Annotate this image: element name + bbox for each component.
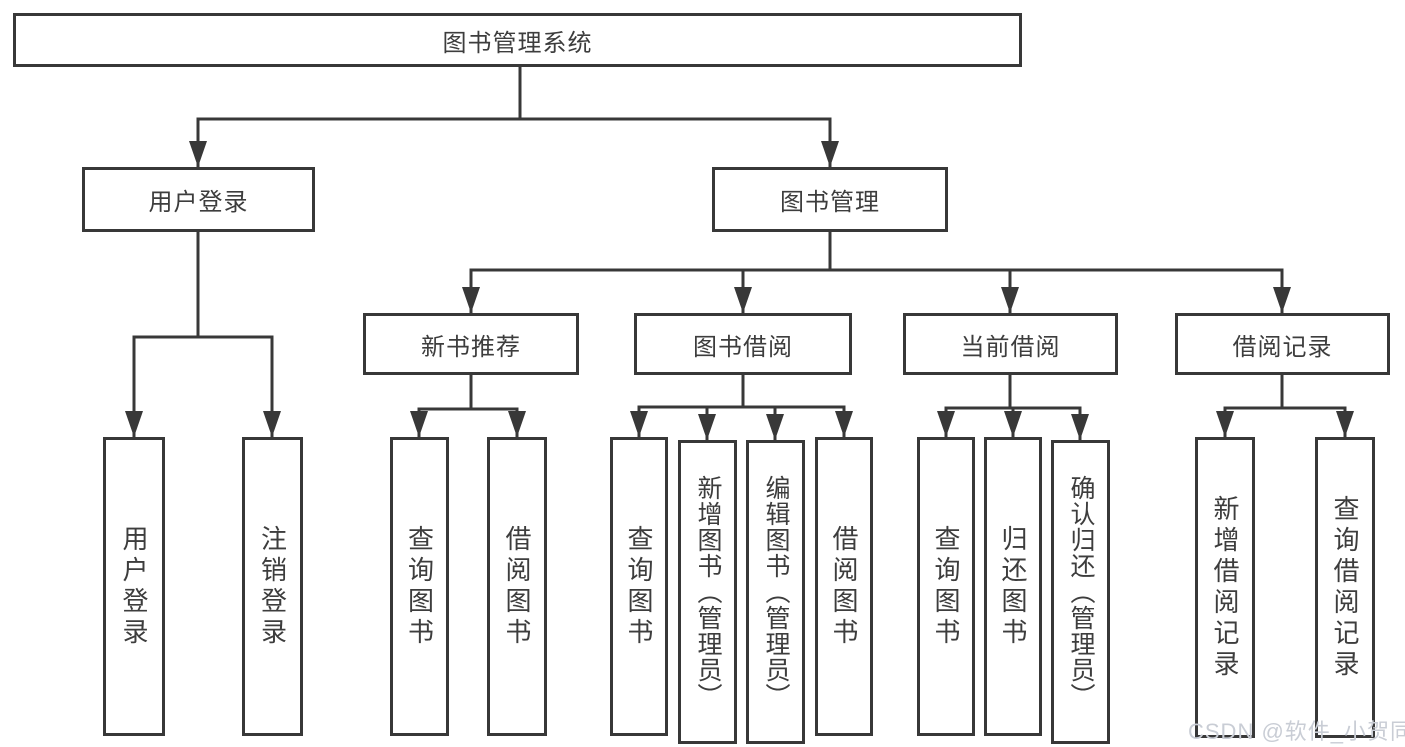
node-label: 注销登录: [257, 524, 288, 649]
leaf-logout: 注销登录: [242, 437, 303, 736]
node-label: 查询图书: [624, 524, 654, 649]
leaf-borrow-borrow-books: 借阅图书: [815, 437, 873, 736]
connector-bookmgmt-to-level3: [462, 232, 1291, 313]
node-user-login: 用户登录: [82, 167, 315, 232]
leaf-newbook-borrow-books: 借阅图书: [487, 437, 547, 736]
node-book-borrowing: 图书借阅: [634, 313, 852, 375]
leaf-current-confirm-return-admin: 确认归还（管理员）: [1051, 440, 1110, 744]
node-label: 新书推荐: [421, 333, 521, 361]
node-label: 借阅图书: [502, 524, 532, 649]
node-label: 用户登录: [148, 189, 249, 216]
leaf-newbook-query-books: 查询图书: [390, 437, 449, 736]
leaf-record-add-borrow-record: 新增借阅记录: [1195, 437, 1255, 738]
node-label: 图书借阅: [693, 333, 793, 361]
leaf-current-query-books: 查询图书: [917, 437, 975, 736]
node-label: 当前借阅: [960, 333, 1061, 361]
node-current-borrowing: 当前借阅: [903, 313, 1118, 375]
leaf-borrow-add-books-admin: 新增图书（管理员）: [678, 440, 737, 744]
connector-record-to-leaves: [1216, 375, 1354, 437]
connector-userlogin-to-leaves: [125, 232, 281, 437]
leaf-borrow-query-books: 查询图书: [610, 437, 668, 736]
leaf-borrow-edit-books-admin: 编辑图书（管理员）: [746, 440, 805, 744]
node-book-management: 图书管理: [712, 167, 948, 232]
connector-newbook-to-leaves: [410, 375, 526, 437]
node-borrowing-records: 借阅记录: [1175, 313, 1390, 375]
node-label: 新增图书（管理员）: [694, 475, 722, 709]
connector-current-to-leaves: [937, 375, 1089, 440]
connector-root-to-level2: [189, 67, 839, 167]
node-label: 借阅图书: [829, 524, 859, 649]
leaf-record-query-borrow-record: 查询借阅记录: [1315, 437, 1375, 738]
node-root-book-management-system: 图书管理系统: [13, 13, 1022, 67]
node-label: 编辑图书（管理员）: [762, 475, 790, 709]
node-label: 图书管理系统: [442, 29, 593, 57]
node-label: 新增借阅记录: [1210, 494, 1240, 681]
connector-borrow-to-leaves: [630, 375, 853, 440]
node-label: 归还图书: [998, 524, 1028, 649]
leaf-current-return-books: 归还图书: [984, 437, 1042, 736]
node-label: 确认归还（管理员）: [1067, 475, 1095, 709]
node-label: 查询图书: [404, 524, 435, 649]
leaf-user-login: 用户登录: [103, 437, 165, 736]
node-label: 用户登录: [119, 524, 149, 649]
watermark-csdn: CSDN @软件_小贺同学: [1188, 719, 1405, 744]
node-new-book-recommend: 新书推荐: [363, 313, 579, 375]
node-label: 借阅记录: [1232, 333, 1333, 361]
node-label: 查询图书: [931, 524, 961, 649]
node-label: 图书管理: [780, 189, 880, 216]
node-label: 查询借阅记录: [1330, 494, 1360, 681]
